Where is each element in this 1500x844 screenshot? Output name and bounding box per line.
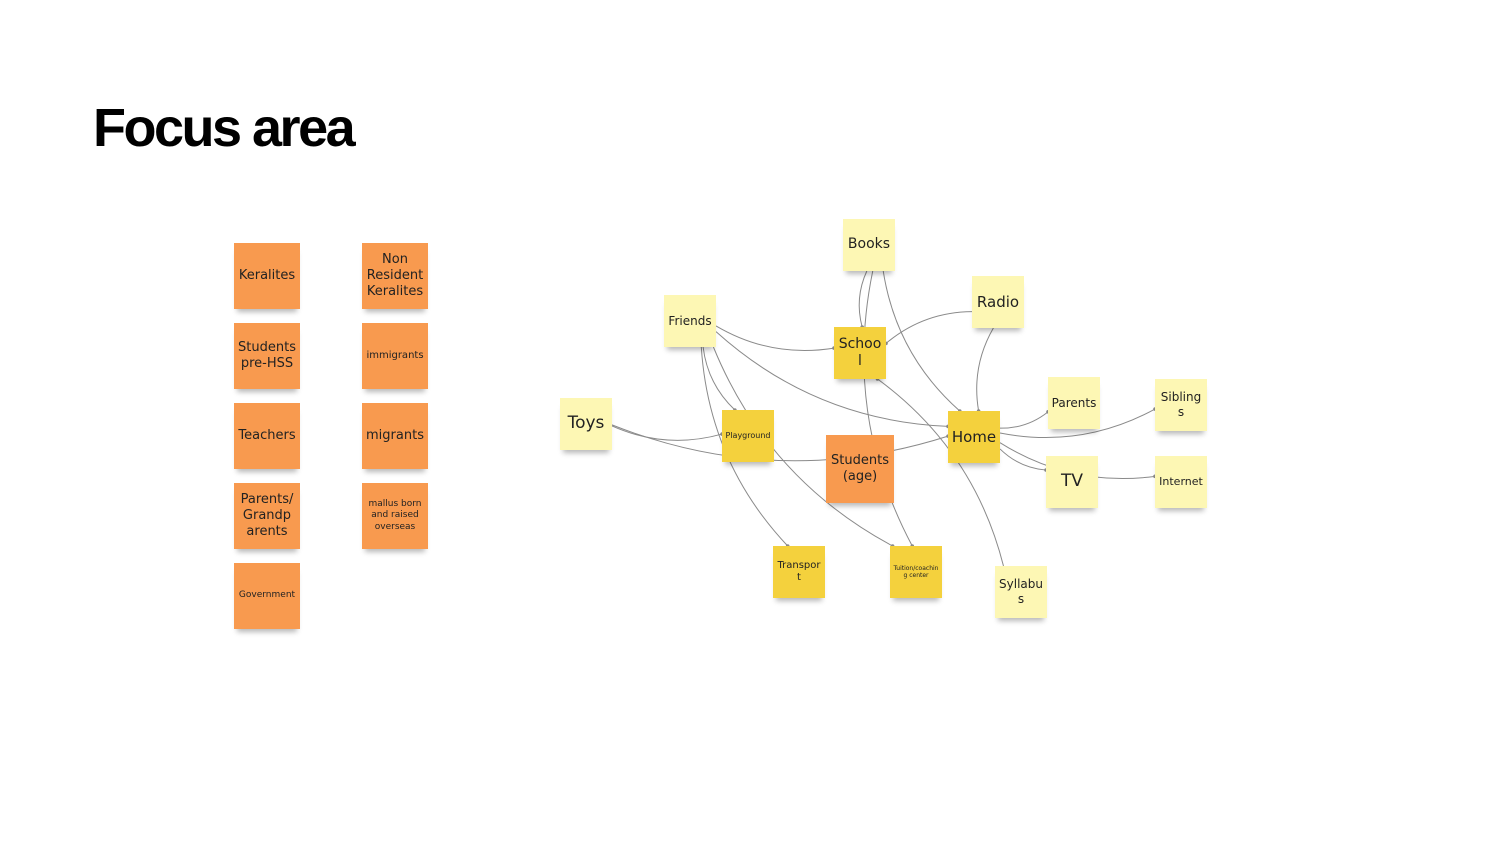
- sticky-siblings[interactable]: Siblings: [1155, 379, 1207, 431]
- sticky-label: Non Resident Keralites: [366, 251, 424, 300]
- sticky-label: Teachers: [238, 427, 296, 443]
- connector-radio-home: [976, 327, 994, 412]
- sticky-students-age[interactable]: Students (age): [826, 435, 894, 503]
- connector-home-tv: [999, 448, 1047, 471]
- connector-books-tuition: [863, 270, 913, 547]
- sticky-label: Internet: [1159, 475, 1203, 489]
- connector-friends-playground: [702, 346, 736, 411]
- connector-books-school: [858, 270, 868, 328]
- sticky-students-prehss[interactable]: Students pre-HSS: [234, 323, 300, 389]
- sticky-friends[interactable]: Friends: [664, 295, 716, 347]
- sticky-label: Students (age): [831, 452, 889, 484]
- sticky-tv[interactable]: TV: [1046, 456, 1098, 508]
- connector-syllabus-school: [877, 378, 1004, 567]
- sticky-radio[interactable]: Radio: [972, 276, 1024, 328]
- connector-toys-home: [611, 424, 949, 462]
- sticky-syllabus[interactable]: Syllabus: [995, 566, 1047, 618]
- sticky-transport[interactable]: Transport: [773, 546, 825, 598]
- sticky-playground[interactable]: Playground: [722, 410, 774, 462]
- sticky-label: Keralites: [238, 267, 296, 283]
- sticky-tuition[interactable]: Tuition/coaching center: [890, 546, 942, 598]
- sticky-label: Friends: [668, 313, 712, 328]
- connector-radio-school: [885, 311, 973, 344]
- sticky-migrants[interactable]: migrants: [362, 403, 428, 469]
- sticky-parents-grandparents[interactable]: Parents/ Grandp arents: [234, 483, 300, 549]
- sticky-label: Transport: [777, 559, 821, 584]
- sticky-keralites[interactable]: Keralites: [234, 243, 300, 309]
- sticky-label: Tuition/coaching center: [893, 564, 939, 580]
- connector-home-parents: [999, 411, 1049, 429]
- sticky-parents[interactable]: Parents: [1048, 377, 1100, 429]
- sticky-label: Government: [238, 590, 296, 601]
- sticky-label: Students pre-HSS: [238, 339, 296, 371]
- sticky-immigrants[interactable]: immigrants: [362, 323, 428, 389]
- sticky-label: Books: [847, 236, 891, 253]
- page-title: Focus area: [93, 98, 356, 158]
- sticky-books[interactable]: Books: [843, 219, 895, 271]
- sticky-label: Siblings: [1160, 390, 1202, 419]
- sticky-internet[interactable]: Internet: [1155, 456, 1207, 508]
- sticky-label: mallus born and raised overseas: [368, 499, 422, 532]
- sticky-label: Syllabus: [999, 577, 1043, 606]
- connector-toys-playground: [611, 425, 723, 441]
- sticky-label: immigrants: [366, 349, 424, 361]
- sticky-non-resident-keralites[interactable]: Non Resident Keralites: [362, 243, 428, 309]
- sticky-government[interactable]: Government: [234, 563, 300, 629]
- sticky-label: TV: [1060, 471, 1083, 492]
- sticky-label: Parents: [1051, 395, 1097, 410]
- sticky-mallus-overseas[interactable]: mallus born and raised overseas: [362, 483, 428, 549]
- connector-friends-school: [715, 325, 835, 352]
- sticky-school[interactable]: School: [834, 327, 886, 379]
- sticky-label: School: [838, 335, 882, 370]
- connector-books-home: [882, 270, 961, 412]
- sticky-label: Home: [951, 427, 997, 446]
- sticky-label: migrants: [366, 427, 424, 443]
- sticky-toys[interactable]: Toys: [560, 398, 612, 450]
- sticky-label: Radio: [976, 292, 1020, 311]
- sticky-label: Parents/ Grandp arents: [240, 491, 294, 540]
- sticky-home[interactable]: Home: [948, 411, 1000, 463]
- sticky-teachers[interactable]: Teachers: [234, 403, 300, 469]
- sticky-label: Playground: [725, 431, 771, 440]
- sticky-label: Toys: [567, 413, 605, 434]
